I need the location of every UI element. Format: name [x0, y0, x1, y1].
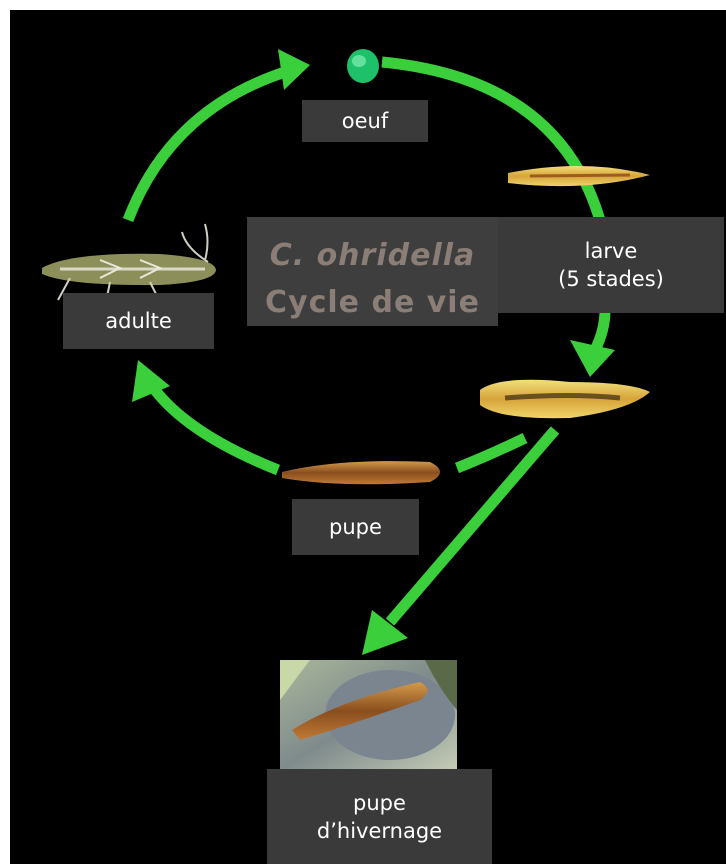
- larva-small-image: [508, 165, 650, 187]
- arrow-larva-to-larva: [590, 309, 611, 353]
- arrowhead-winter-pupa: [362, 610, 408, 655]
- arrow-adult-to-egg: [122, 66, 287, 222]
- label-larva: larve (5 stades): [498, 217, 724, 313]
- arrow-larva-to-winter-pupa: [385, 426, 560, 626]
- label-winter-pupa: pupe d’hivernage: [267, 769, 492, 864]
- winter-pupa-photo: [280, 660, 457, 770]
- label-egg: oeuf: [302, 100, 428, 142]
- label-larva-line2: (5 stades): [558, 267, 664, 291]
- life-cycle-diagram: C. ohridella Cycle de vie oeuf larve (5 …: [10, 10, 726, 864]
- cycle-arrows: [42, 49, 650, 770]
- title-subtitle: Cycle de vie: [265, 285, 480, 320]
- label-winter-pupa-line2: d’hivernage: [316, 818, 443, 843]
- label-adult: adulte: [63, 293, 214, 349]
- pupa-image: [282, 461, 440, 485]
- label-egg-text: oeuf: [341, 109, 389, 133]
- arrowhead-adult: [132, 360, 170, 402]
- title-species: C. ohridella: [269, 238, 476, 273]
- arrow-larva-to-pupa: [454, 433, 528, 474]
- arrowhead-egg: [278, 49, 310, 90]
- arrowhead-larva: [570, 340, 615, 377]
- label-adult-text: adulte: [105, 309, 172, 333]
- adult-moth-image: [42, 223, 216, 303]
- label-winter-pupa-line1: pupe: [353, 790, 406, 815]
- diagram-title: C. ohridella Cycle de vie: [247, 217, 498, 326]
- egg-image: [347, 49, 379, 83]
- label-larva-line1: larve: [584, 239, 638, 263]
- label-pupa-text: pupe: [329, 515, 382, 539]
- arrow-pupa-to-adult: [150, 386, 281, 476]
- arrow-egg-to-larva: [381, 56, 611, 242]
- label-pupa: pupe: [292, 499, 419, 555]
- larva-large-image: [480, 379, 650, 419]
